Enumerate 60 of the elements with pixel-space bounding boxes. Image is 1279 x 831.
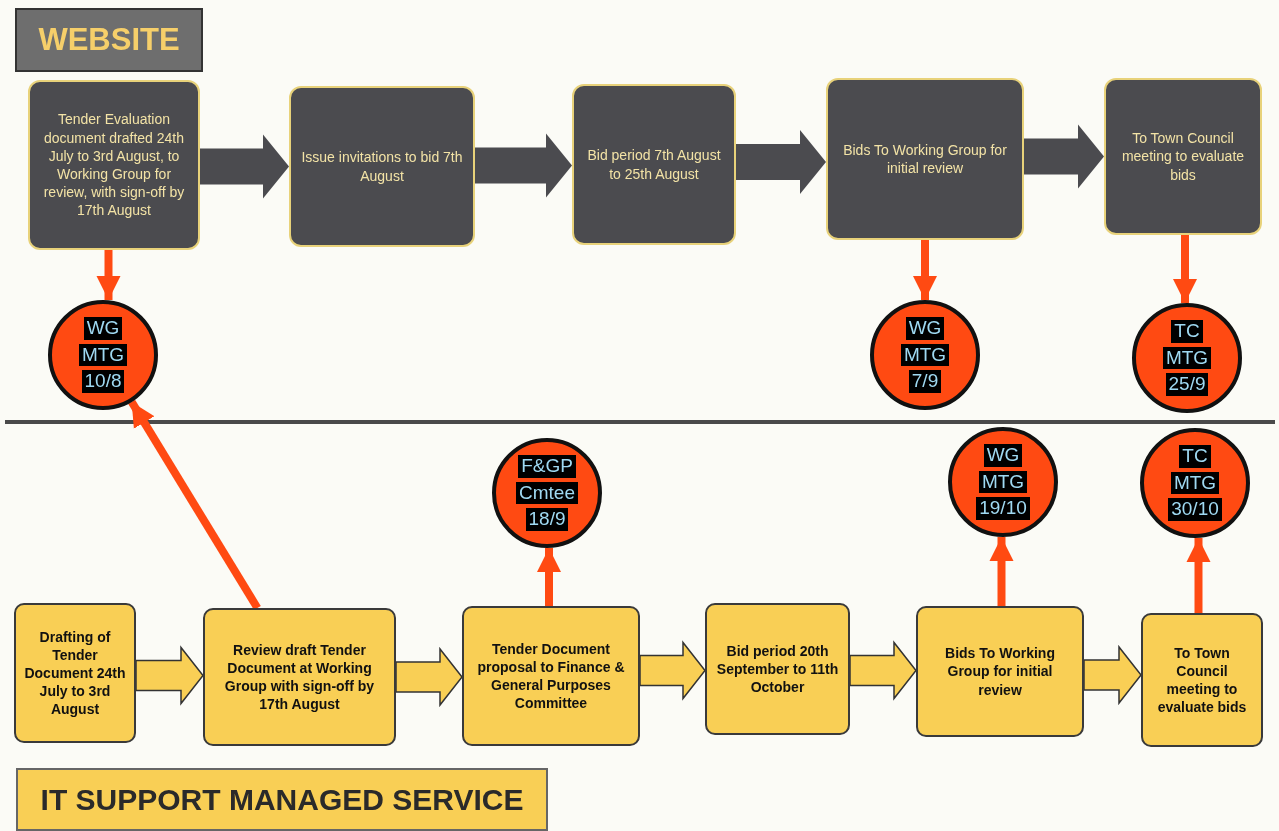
process-box	[826, 78, 1024, 240]
meeting-label: TC	[1179, 444, 1211, 468]
step-text: To Town Council meeting to evaluate bids	[1156, 643, 1248, 717]
process-box	[203, 608, 396, 746]
meeting-label: WG	[983, 443, 1023, 467]
arrow	[989, 537, 1014, 606]
step-text: Tender Document proposal to Finance & General Purposes Committee	[476, 639, 626, 713]
block-arrow	[200, 134, 289, 199]
section-heading: IT SUPPORT MANAGED SERVICE	[40, 782, 524, 817]
arrow	[1186, 538, 1211, 613]
meeting-label: 25/9	[1165, 373, 1209, 397]
block-arrow	[849, 640, 917, 701]
arrow	[128, 399, 261, 611]
section-heading: WEBSITE	[38, 22, 180, 58]
meeting-label: MTG	[78, 343, 128, 367]
arrow	[1173, 235, 1197, 303]
process-box	[1141, 613, 1263, 747]
step-text: Bids To Working Group for initial review	[842, 140, 1008, 178]
process-box	[705, 603, 850, 735]
block-arrow	[1024, 124, 1104, 189]
meeting-label: 7/9	[908, 370, 942, 394]
process-box	[572, 84, 736, 245]
process-box	[289, 86, 475, 247]
meeting-label: 18/9	[525, 508, 569, 532]
step-text: Review draft Tender Document at Working Group with sign-off by 17th August	[223, 640, 376, 714]
meeting-label: Cmtee	[516, 481, 578, 505]
process-box	[916, 606, 1084, 737]
step-text: To Town Council meeting to evaluate bids	[1120, 129, 1246, 184]
meeting-label: MTG	[1162, 346, 1212, 370]
section-banner	[15, 8, 203, 72]
step-text: Drafting of Tender Document 24th July to 3rd August	[23, 627, 127, 719]
block-arrow	[639, 640, 706, 701]
block-arrow	[135, 645, 204, 706]
meeting-label: MTG	[978, 470, 1028, 494]
block-arrow	[395, 646, 463, 708]
meeting-label: 30/10	[1168, 498, 1222, 522]
block-arrow	[736, 130, 826, 194]
meeting-label: WG	[905, 316, 945, 340]
block-arrow	[475, 133, 572, 198]
meeting-label: MTG	[1170, 471, 1220, 495]
arrow	[537, 548, 561, 606]
meeting-label: TC	[1171, 319, 1203, 343]
meeting-label: F&GP	[518, 454, 576, 478]
process-box	[462, 606, 640, 746]
arrow	[96, 250, 121, 300]
arrow	[913, 240, 937, 300]
step-text: Bid period 7th August to 25th August	[586, 146, 722, 183]
step-text: Bids To Working Group for initial review	[944, 644, 1056, 699]
section-banner	[16, 768, 548, 831]
process-box	[28, 80, 200, 250]
step-text: Bid period 20th September to 11th October	[715, 641, 840, 697]
meeting-label: 19/10	[976, 497, 1030, 521]
meeting-label: MTG	[900, 343, 950, 367]
step-text: Issue invitations to bid 7th August	[300, 148, 464, 185]
process-box	[14, 603, 136, 743]
meeting-label: 10/8	[81, 370, 125, 394]
process-box	[1104, 78, 1262, 235]
step-text: Tender Evaluation document drafted 24th July to 3rd August, to Working Group for review, with sign-off by 17th August	[42, 110, 186, 220]
meeting-label: WG	[83, 316, 123, 340]
block-arrow	[1083, 644, 1142, 706]
